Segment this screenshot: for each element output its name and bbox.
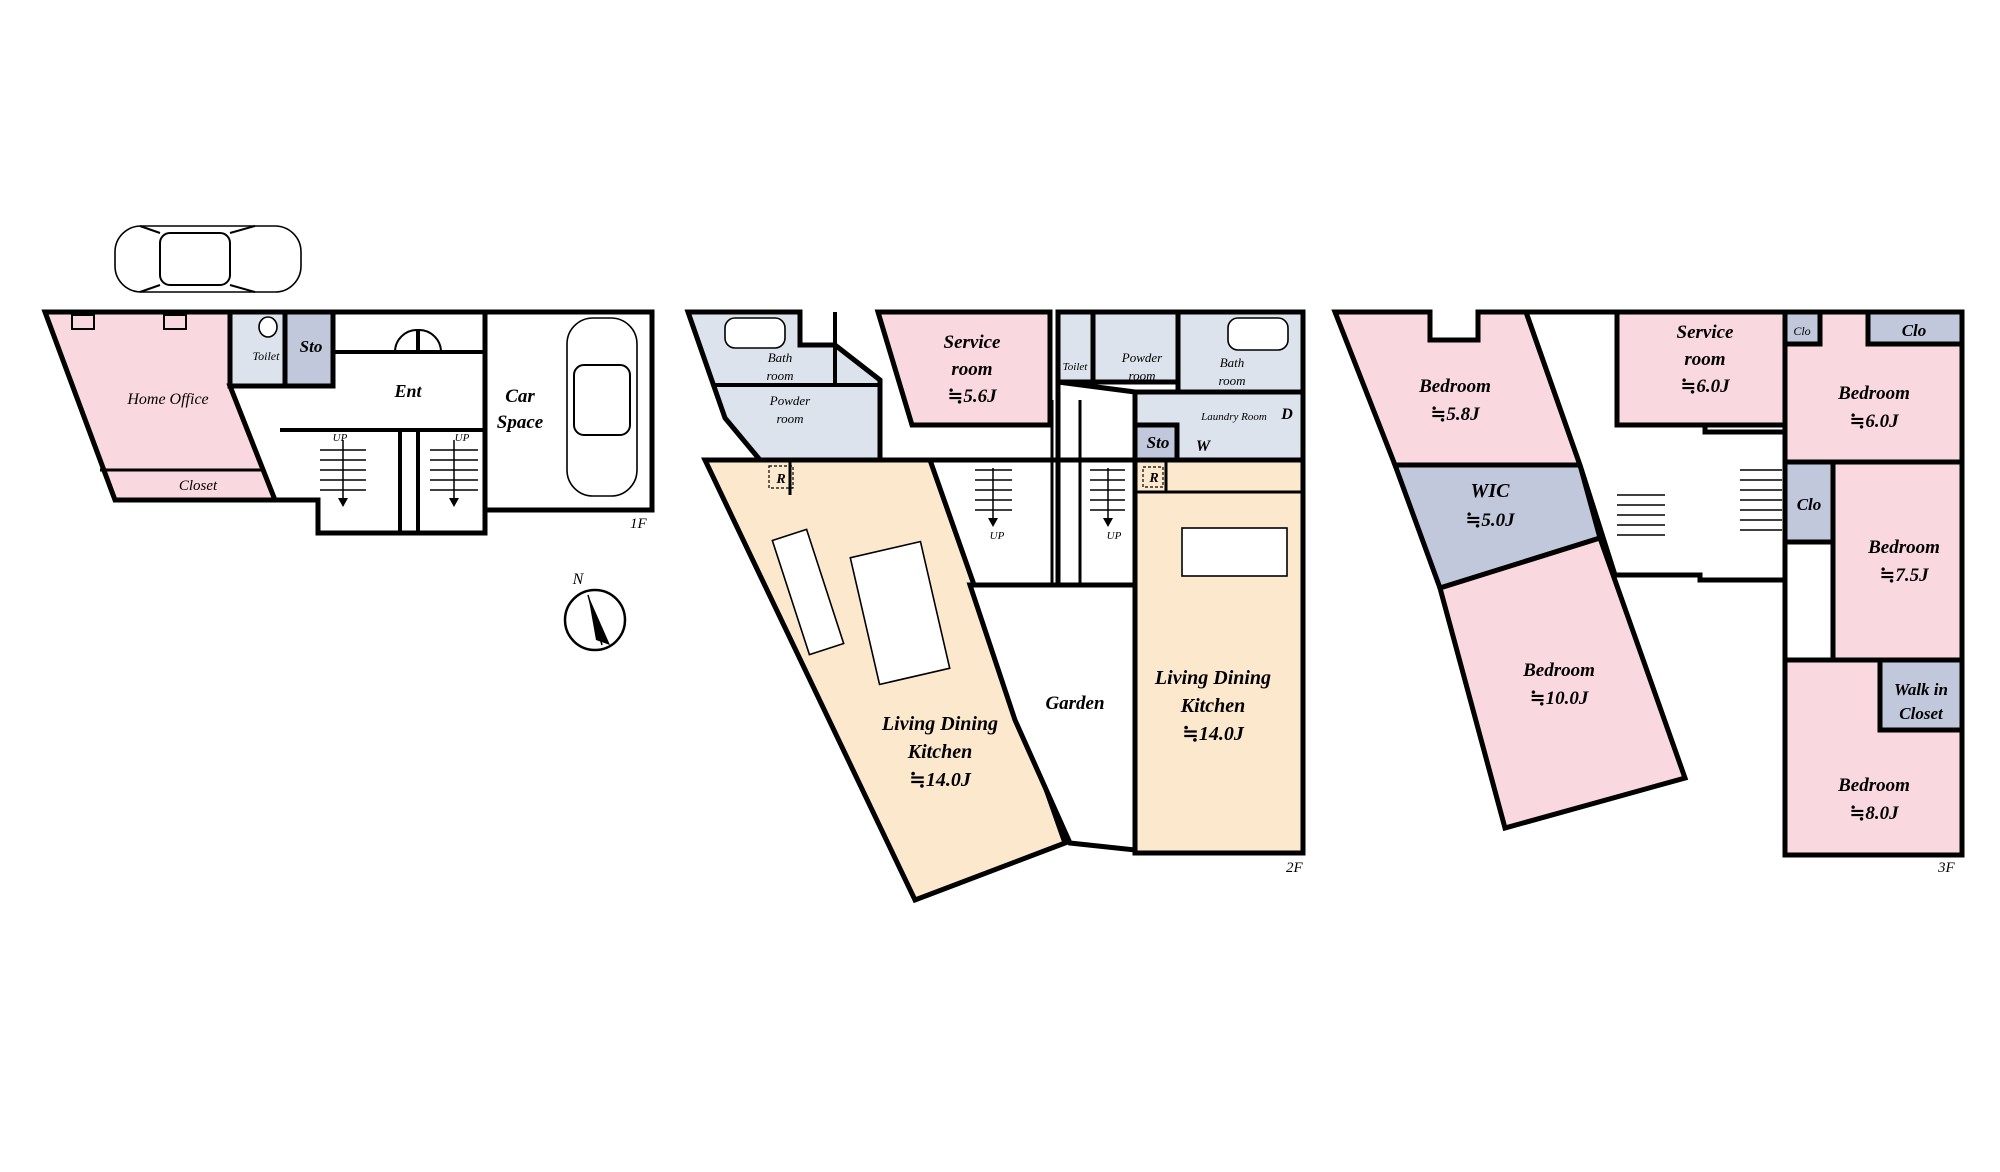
powder-room-left-l1: Powder <box>769 393 811 408</box>
bath-room-left-l2: room <box>767 368 794 383</box>
clo-small-label: Clo <box>1793 324 1810 338</box>
clo-mid-label: Clo <box>1797 495 1822 514</box>
bedroom-a-label: Bedroom <box>1418 376 1491 397</box>
car-space-label-1: Car <box>505 386 535 407</box>
toilet-2f-label: Toilet <box>1063 361 1089 373</box>
service-room-3f <box>1614 309 1788 428</box>
up-1f-right: UP <box>455 432 470 444</box>
ldk-right-size: ≒14.0J <box>1182 723 1245 745</box>
floor-2f <box>684 309 1306 904</box>
sto-2f-label: Sto <box>1147 433 1170 452</box>
laundry-room-label: Laundry Room <box>1200 411 1267 423</box>
floor-tag-1f: 1F <box>630 516 648 532</box>
ldk-left-l2: Kitchen <box>907 741 972 763</box>
ldk-right-l2: Kitchen <box>1180 695 1245 717</box>
sto-1f-label: Sto <box>300 337 323 356</box>
stair-2f-left <box>975 468 1012 527</box>
up-2f-right: UP <box>1107 530 1122 542</box>
bedroom-d <box>1830 459 1965 663</box>
bedroom-b-label: Bedroom <box>1522 660 1595 681</box>
service-room-2f <box>874 309 1053 428</box>
bath-room-left-l1: Bath <box>768 350 793 365</box>
ldk-right-l1: Living Dining <box>1154 667 1271 689</box>
bedroom-d-size: ≒7.5J <box>1879 565 1929 586</box>
garden <box>966 582 1138 853</box>
compass-letter: N <box>572 571 585 588</box>
bedroom-e-label: Bedroom <box>1837 775 1910 796</box>
ldk-left-size: ≒14.0J <box>909 769 972 791</box>
parked-car-icon <box>114 225 302 293</box>
powder-room-left-l2: room <box>777 411 804 426</box>
laundry-w-label: W <box>1196 438 1212 455</box>
stair-1f-left <box>320 440 366 507</box>
car-space-label-2: Space <box>497 412 544 433</box>
garden-label: Garden <box>1045 693 1104 714</box>
stair-3f-right <box>1740 469 1782 531</box>
stair-3f-left <box>1617 494 1665 536</box>
service-room-2f-l2: room <box>951 359 992 380</box>
service-room-3f-l2: room <box>1684 349 1725 370</box>
ldk-left-l1: Living Dining <box>881 713 998 735</box>
stair-2f-right <box>1090 468 1125 527</box>
up-2f-left: UP <box>990 530 1005 542</box>
walk-in-closet-l1: Walk in <box>1894 680 1948 699</box>
floor-3f <box>1331 309 1965 858</box>
floor-1f <box>41 309 655 536</box>
bedroom-b <box>1436 534 1689 832</box>
ent-label: Ent <box>393 381 422 401</box>
laundry-d-label: D <box>1280 406 1293 423</box>
bedroom-c-size: ≒6.0J <box>1849 411 1899 432</box>
wic-label: WIC <box>1471 480 1511 502</box>
north-arrow-icon <box>563 588 627 652</box>
wic-size: ≒5.0J <box>1465 510 1515 531</box>
service-room-2f-l1: Service <box>944 332 1002 353</box>
service-room-2f-size: ≒5.6J <box>947 386 997 407</box>
bath-room-right-l2: room <box>1219 373 1246 388</box>
bedroom-e-size: ≒8.0J <box>1849 803 1899 824</box>
car-icon <box>566 317 638 497</box>
powder-room-right-l2: room <box>1129 368 1156 383</box>
r-right-label: R <box>1148 471 1158 486</box>
powder-room-right-l1: Powder <box>1121 350 1163 365</box>
bedroom-b-size: ≒10.0J <box>1530 688 1589 709</box>
floor-tag-3f: 3F <box>1937 860 1956 876</box>
service-room-3f-size: ≒6.0J <box>1680 376 1730 397</box>
bedroom-c-label: Bedroom <box>1837 383 1910 404</box>
bedroom-a-size: ≒5.8J <box>1430 404 1480 425</box>
walk-in-closet-l2: Closet <box>1899 704 1944 723</box>
stair-1f-right <box>430 440 478 507</box>
floor-tag-2f: 2F <box>1286 860 1304 876</box>
toilet-1f-label: Toilet <box>253 349 281 363</box>
up-1f-left: UP <box>333 432 348 444</box>
r-left-label: R <box>775 472 785 487</box>
home-office-label: Home Office <box>126 391 208 408</box>
bath-room-right-l1: Bath <box>1220 355 1245 370</box>
bedroom-d-label: Bedroom <box>1867 537 1940 558</box>
service-room-3f-l1: Service <box>1677 322 1735 343</box>
clo-top-label: Clo <box>1902 321 1927 340</box>
living-dining-kitchen-right <box>1132 457 1306 856</box>
closet-label: Closet <box>179 478 218 494</box>
